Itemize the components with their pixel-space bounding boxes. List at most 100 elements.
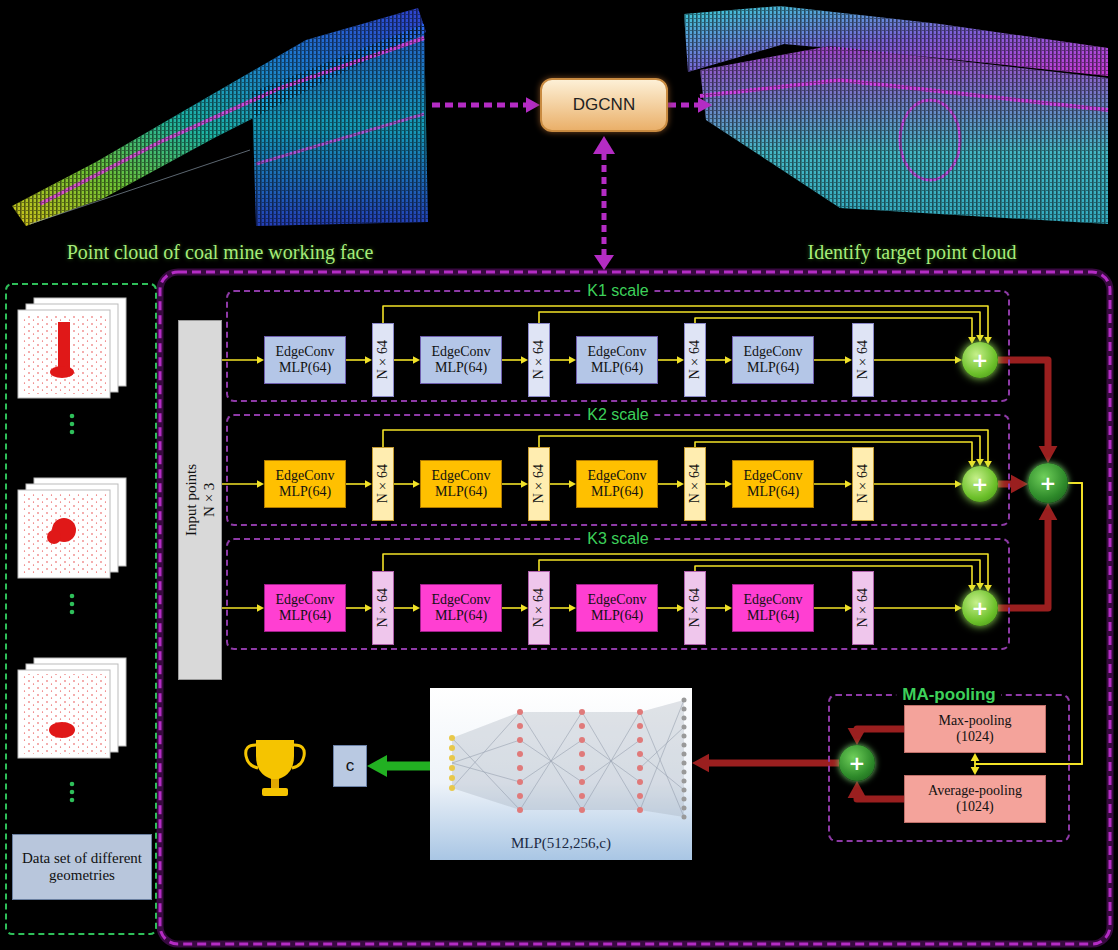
feature-map-bar: N×64 <box>372 571 394 645</box>
mlp-network-part-part <box>579 751 585 757</box>
node-label: N×64 <box>855 464 870 503</box>
mlp-network-part-part <box>637 765 643 771</box>
connector <box>658 480 684 488</box>
mlp-network-part-part <box>682 761 687 766</box>
mlp-network-part-part <box>637 779 643 785</box>
connector-line <box>814 359 847 361</box>
group-title: K1 scale <box>581 282 654 300</box>
arrowhead <box>413 604 420 612</box>
framework-arrow-part <box>593 136 615 154</box>
arrowhead <box>365 356 372 364</box>
edgeconv-box: EdgeConv MLP(64) <box>264 584 346 632</box>
dataset-box: Data set of different geometries <box>12 834 152 900</box>
arrowhead <box>569 480 576 488</box>
mlp-network-part <box>517 709 643 813</box>
arrowhead <box>367 755 387 777</box>
mlp-network-part-part <box>582 712 640 810</box>
mlp-network-part-part <box>682 779 687 784</box>
arrowhead <box>845 356 852 364</box>
node-label: EdgeConv MLP(64) <box>429 344 493 376</box>
connector <box>998 475 1028 494</box>
mlp-network-part-part <box>579 709 585 715</box>
node-label: N×64 <box>531 588 546 627</box>
mlp-network-part <box>449 735 455 791</box>
node-label: EdgeConv MLP(64) <box>585 592 649 624</box>
dataset-outline-part <box>6 284 156 934</box>
framework-arrow-part <box>602 152 607 256</box>
connector-line <box>432 103 530 108</box>
connector <box>658 356 684 364</box>
mlp-network-part-part <box>452 712 520 788</box>
mlp-network-part <box>452 712 520 810</box>
geometry-samples <box>18 298 126 758</box>
mlp-network-part-part <box>682 716 687 721</box>
arrowhead <box>257 356 264 364</box>
mlp-network-part-part <box>579 807 585 813</box>
arrowhead <box>976 583 984 590</box>
framework-arrow <box>593 136 615 270</box>
group-title: K3 scale <box>581 530 654 548</box>
point-cloud-panel: Point cloud of coal mine working face <box>8 4 432 266</box>
connector <box>550 356 576 364</box>
connector-line <box>874 607 957 609</box>
connector <box>874 604 962 612</box>
mlp-network-part <box>520 712 582 810</box>
node-label: N×64 <box>375 340 390 379</box>
feature-map-bar: N×64 <box>528 447 550 521</box>
arrowhead <box>692 754 709 773</box>
mlp-network-part-part <box>517 737 523 743</box>
connector <box>706 604 732 612</box>
edgeconv-box: EdgeConv MLP(64) <box>420 336 502 384</box>
feature-map-bar: N×64 <box>684 571 706 645</box>
mlp-network-part <box>682 698 687 820</box>
edgeconv-box: EdgeConv MLP(64) <box>576 584 658 632</box>
node-label: N×64 <box>855 588 870 627</box>
mlp-network-part-part <box>579 737 585 743</box>
arrowhead <box>976 459 984 466</box>
mlp-network-part-part <box>449 735 455 741</box>
node-label: N×64 <box>531 464 546 503</box>
arrowhead <box>521 604 528 612</box>
geometry-samples-part <box>22 494 106 574</box>
arrowhead <box>526 97 540 112</box>
trophy-icon-part <box>262 788 288 796</box>
arrowhead <box>955 480 962 488</box>
pooling-group: MA-poolingMax-pooling (1024)Average-pool… <box>828 694 1070 842</box>
mlp-network-part-part <box>449 745 455 751</box>
mlp-network-part-part <box>579 723 585 729</box>
mlp-network-part-part <box>637 751 643 757</box>
connector-line <box>874 359 957 361</box>
connector <box>658 604 684 612</box>
ellipsis-dots-part <box>70 782 75 787</box>
mlp-network-part-part <box>579 765 585 771</box>
connector <box>706 480 732 488</box>
point-cloud-panel: Identify target point cloud <box>712 4 1112 266</box>
mlp-network-part-part <box>682 698 687 703</box>
mlp-network-part-part <box>520 740 582 782</box>
mlp-network-part-part <box>449 755 455 761</box>
arrowhead <box>569 356 576 364</box>
connector <box>550 480 576 488</box>
mlp-network-part-part <box>582 740 640 782</box>
mlp-network-part-part <box>682 734 687 739</box>
feature-map-bar: N×64 <box>684 447 706 521</box>
sum-circle: + <box>962 342 998 378</box>
connector-line <box>539 560 980 585</box>
mlp-network-part-part <box>517 765 523 771</box>
output-box: c <box>333 745 367 787</box>
ellipsis-dots-part <box>70 594 75 599</box>
ellipsis-dots-part <box>70 610 75 615</box>
node-label: N×64 <box>375 464 390 503</box>
connector <box>502 480 528 488</box>
connector-line <box>658 483 679 485</box>
connector <box>874 356 962 364</box>
connector-line <box>381 762 430 771</box>
node-label: + <box>972 474 989 494</box>
pooling-box: Average-pooling (1024) <box>904 775 1046 823</box>
arrowhead <box>725 356 732 364</box>
node-label: Max-pooling (1024) <box>923 713 1027 745</box>
network-box: DGCNN <box>540 78 668 132</box>
mlp-network-part-part <box>682 770 687 775</box>
connector <box>502 356 528 364</box>
connector <box>346 480 372 488</box>
